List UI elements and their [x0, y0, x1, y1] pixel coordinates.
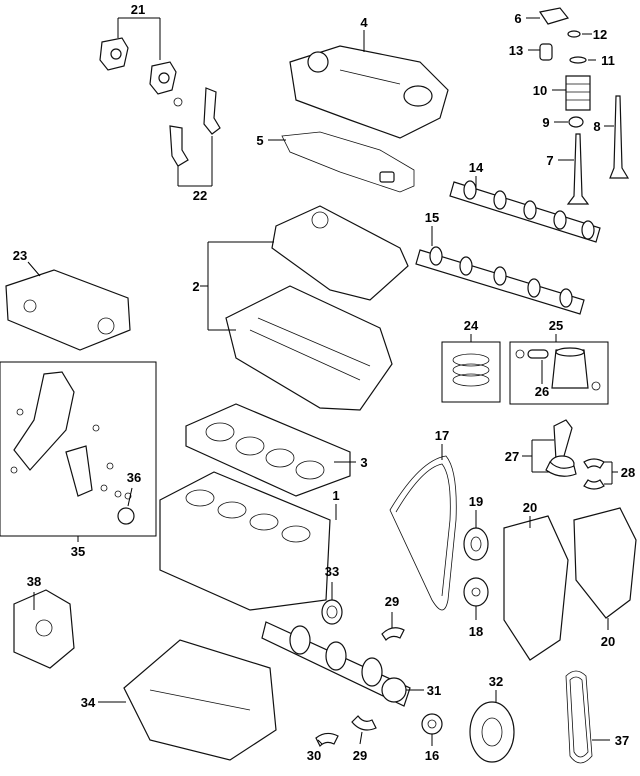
water-pump-housing: [13, 589, 75, 669]
balance-shaft-module: [5, 269, 131, 351]
timing-tensioner: [463, 527, 489, 561]
crankshaft-pulley: [469, 701, 515, 763]
callout-10: 10: [533, 83, 547, 98]
callout-11: 11: [601, 53, 615, 68]
callout-18: 18: [469, 624, 483, 639]
callout-25: 25: [549, 318, 563, 333]
callout-4: 4: [360, 15, 368, 30]
callout-16: 16: [425, 748, 439, 763]
callout-37: 37: [615, 733, 629, 748]
timing-idler: [463, 577, 489, 607]
callout-29-upper: 29: [385, 594, 399, 609]
callout-34: 34: [81, 695, 96, 710]
callout-19: 19: [469, 494, 483, 509]
valve-cover-gasket: [281, 131, 415, 193]
head-gasket: [185, 403, 351, 497]
callout-27: 27: [505, 449, 519, 464]
cylinder-head: [225, 205, 409, 411]
callout-13: 13: [509, 43, 523, 58]
oil-pan: [123, 639, 277, 761]
camshaft-exhaust: [415, 246, 585, 315]
crankshaft-seal: [321, 599, 343, 625]
callout-12: 12: [593, 27, 607, 42]
callout-9: 9: [542, 115, 549, 130]
callout-8: 8: [593, 119, 600, 134]
callout-6: 6: [514, 11, 521, 26]
callout-31: 31: [427, 683, 441, 698]
timing-chain: [389, 455, 457, 611]
callout-20-outer: 20: [601, 634, 615, 649]
piston-rings-group: [441, 341, 501, 403]
callout-30: 30: [307, 748, 321, 763]
camshaft-solenoid-upper: [99, 37, 183, 107]
drive-belt: [565, 670, 593, 764]
oil-pump-group: [0, 361, 157, 537]
connecting-rod: [545, 419, 605, 490]
callout-17: 17: [435, 428, 449, 443]
callout-5: 5: [256, 133, 263, 148]
crankshaft: [261, 621, 411, 707]
callout-32: 32: [489, 674, 503, 689]
callout-labels: 1 2 3 4 5 6 7 8 9 10 11 12 13 14 15 16 1…: [13, 2, 635, 763]
callout-1: 1: [332, 488, 339, 503]
callout-36: 36: [127, 470, 141, 485]
callout-26: 26: [535, 384, 549, 399]
callout-15: 15: [425, 210, 439, 225]
callout-29-lower: 29: [353, 748, 367, 763]
engine-block: [159, 471, 331, 611]
callout-33: 33: [325, 564, 339, 579]
valve-train-parts: [539, 7, 630, 205]
callout-35: 35: [71, 544, 85, 559]
camshaft-solenoid-lower: [169, 87, 221, 167]
callout-20-inner: 20: [523, 500, 537, 515]
callout-24: 24: [464, 318, 479, 333]
callout-7: 7: [546, 153, 553, 168]
piston-group: [509, 341, 609, 405]
callout-22: 22: [193, 188, 207, 203]
callout-14: 14: [469, 160, 484, 175]
callout-23: 23: [13, 248, 27, 263]
callout-2: 2: [192, 279, 199, 294]
camshaft-intake: [449, 180, 601, 243]
crankshaft-sprocket: [421, 713, 443, 735]
callout-3: 3: [360, 455, 367, 470]
leader-lines: [27, 17, 618, 746]
valve-cover: [289, 45, 449, 139]
timing-cover-outer: [573, 507, 637, 619]
timing-cover-inner: [503, 515, 569, 661]
callout-38: 38: [27, 574, 41, 589]
callout-28: 28: [621, 465, 635, 480]
callout-21: 21: [131, 2, 145, 17]
